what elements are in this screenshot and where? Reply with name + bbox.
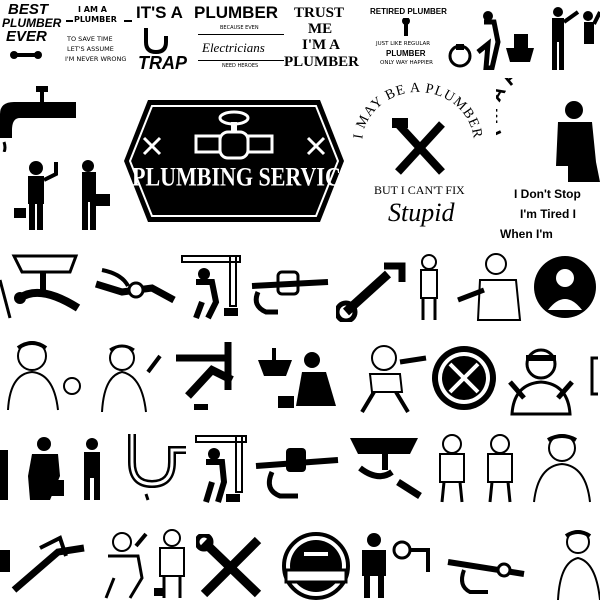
flag-badge-icon <box>432 346 496 410</box>
sink-repair-icon <box>0 254 81 319</box>
save-line5: I'M NEVER WRONG <box>65 55 127 63</box>
p-trap-icon <box>128 434 186 501</box>
p-trap-icon <box>144 28 168 54</box>
design-best-plumber: BEST PLUMBER EVER <box>0 0 66 72</box>
faucet-icon <box>0 86 76 152</box>
cartoon-plumber-icon <box>487 434 513 503</box>
badge-frame <box>124 100 344 222</box>
trap-line3: TRAP <box>138 53 187 73</box>
elec-line2: Electricians <box>202 40 265 55</box>
plumber-figure-icon <box>552 7 600 70</box>
dont-stop-line1: I Don't Stop <box>514 187 581 201</box>
svg-text:I'M A PLU: I'M A PLU <box>496 78 546 138</box>
sink-plumber-icon <box>258 348 336 408</box>
cartoon-plumber-icon <box>439 434 465 503</box>
arc-text: I MAY BE A PLUMBER <box>352 81 484 140</box>
crossed-tools-icon <box>306 136 326 156</box>
pipe-wrench-hands-icon <box>251 270 329 315</box>
dont-stop-arc: I'M A PLU <box>496 78 546 138</box>
best-line1: BEST <box>8 1 49 18</box>
retired-line1: RETIRED PLUMBER <box>370 7 447 16</box>
cartoon-plumber-icon <box>101 344 162 413</box>
trust-line1: TRUST <box>294 5 345 21</box>
save-line4: LET'S ASSUME <box>67 45 114 53</box>
design-electricians: BECAUSE EVEN Electricians NEED HEROES <box>196 24 286 72</box>
design-retired: RETIRED PLUMBER JUST LIKE REGULAR PLUMBE… <box>370 4 447 70</box>
design-dont-stop: I'M A PLU I Don't Stop I'm Tired I When … <box>496 78 600 244</box>
design-its-a-trap: IT'S A PLUMBER TRAP <box>134 0 284 74</box>
retired-line4: ONLY WAY HAPPIER <box>380 60 433 66</box>
plumber-with-pipes-icon <box>362 533 430 598</box>
divider <box>198 60 284 61</box>
hands-pipe-icon <box>94 268 176 304</box>
pipe-wrench-hands-icon <box>255 448 339 499</box>
trap-line2: PLUMBER <box>194 3 279 22</box>
divider <box>198 34 284 35</box>
retired-line3: PLUMBER <box>386 49 426 58</box>
trust-line3: I'M A <box>302 37 340 53</box>
arc-text: I'M A PLU <box>496 78 546 138</box>
retired-line2: JUST LIKE REGULAR <box>376 41 431 47</box>
best-line2: PLUMBER <box>2 16 62 30</box>
dont-stop-line3: When I'm <box>500 227 553 241</box>
elec-line3: NEED HEROES <box>222 63 259 69</box>
save-line2: PLUMBER <box>74 15 117 24</box>
dont-stop-line2: I'm Tired I <box>520 207 576 221</box>
save-line3: TO SAVE TIME <box>67 35 113 43</box>
badge-emblem-icon <box>282 532 350 600</box>
best-line3: EVER <box>6 28 47 45</box>
wrench-icon <box>402 18 410 36</box>
elec-line1: BECAUSE EVEN <box>220 25 259 31</box>
crossed-tools-icon <box>392 118 445 175</box>
cartoon-plumber-icon <box>557 530 600 600</box>
design-trust-me: TRUST ME I'M A PLUMBER <box>284 2 366 72</box>
plumber-crossed-tools-icon <box>508 348 574 416</box>
wrench-icon <box>336 262 406 322</box>
pipe-wrench-hands-icon <box>447 559 525 594</box>
trap-line1: IT'S A <box>136 3 183 22</box>
kneeling-plumber-icon <box>104 532 148 599</box>
plumbing-service-badge: PLUMBING SERVICE <box>122 96 356 226</box>
trust-line4: PLUMBER <box>284 54 359 70</box>
pipe-fragment-icon <box>590 356 598 396</box>
valve-icon <box>194 110 274 160</box>
cartoon-plumber-icon <box>7 341 81 411</box>
standing-plumber-icon <box>154 529 185 598</box>
fix-line2: Stupid <box>388 198 455 227</box>
running-plumber-icon <box>360 345 427 414</box>
wrench-icon <box>66 20 132 22</box>
crossed-wrenches-icon <box>196 534 262 598</box>
pipe-repair-icon <box>176 342 234 410</box>
plumber-circle-badge-icon <box>534 256 596 318</box>
plumber-working-icon <box>457 253 522 321</box>
faucet-hands-icon <box>350 438 422 499</box>
plumber-at-pipes-icon <box>181 255 241 320</box>
plumbing-service-label: PLUMBING SERVICE <box>132 161 356 192</box>
design-fix-stupid: I MAY BE A PLUMBER BUT I CAN'T FIX Stupi… <box>352 80 484 240</box>
plumber-silhouette-icon <box>0 437 100 500</box>
wrench-icon <box>10 51 42 59</box>
plumbers-with-toolbox-icon <box>14 160 110 230</box>
kneeling-plumber-icon <box>556 101 600 182</box>
save-line1: I AM A <box>78 5 107 14</box>
plumber-with-tank-icon <box>448 11 534 70</box>
cartoon-plumber-icon <box>533 434 591 503</box>
trust-line2: ME <box>308 21 333 37</box>
cartoon-plumber-icon <box>420 254 438 320</box>
crossed-tools-icon <box>142 136 162 156</box>
pipe-cutter-icon <box>0 535 85 593</box>
fix-line1: BUT I CAN'T FIX <box>374 183 465 197</box>
plumber-at-pipes-icon <box>195 435 247 503</box>
design-save-time: I AM A PLUMBER TO SAVE TIME LET'S ASSUME… <box>64 2 134 70</box>
